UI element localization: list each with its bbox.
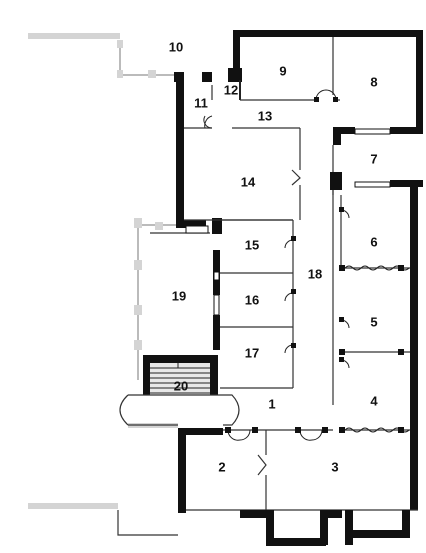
room-label-14: 14 (241, 174, 256, 189)
room-label-8: 8 (370, 74, 377, 89)
room-labels: 1 2 3 4 5 6 7 8 9 10 11 12 13 14 15 16 1… (169, 39, 379, 474)
room-label-4: 4 (370, 393, 378, 408)
room-label-16: 16 (245, 292, 259, 307)
room-label-15: 15 (245, 237, 259, 252)
room-label-5: 5 (370, 314, 377, 329)
room-label-12: 12 (224, 82, 238, 97)
room-label-2: 2 (218, 459, 225, 474)
interior-walls (150, 37, 418, 511)
room-label-1: 1 (268, 396, 275, 411)
room-label-3: 3 (331, 459, 338, 474)
room-label-19: 19 (172, 288, 186, 303)
bottom-bays (117, 510, 410, 546)
column-markers (225, 97, 404, 433)
room-label-6: 6 (370, 234, 377, 249)
room-label-17: 17 (245, 345, 259, 360)
room-label-10: 10 (169, 39, 183, 54)
room-label-13: 13 (258, 108, 272, 123)
room-label-18: 18 (308, 266, 322, 281)
entrance-porch (119, 394, 240, 426)
windows (185, 128, 391, 316)
faded-ghost-walls (28, 33, 180, 509)
room-label-7: 7 (370, 151, 377, 166)
room-label-9: 9 (279, 63, 286, 78)
exterior-walls (143, 30, 423, 513)
room-label-20: 20 (174, 378, 188, 393)
stairs (150, 363, 210, 395)
room-label-11: 11 (194, 95, 208, 110)
